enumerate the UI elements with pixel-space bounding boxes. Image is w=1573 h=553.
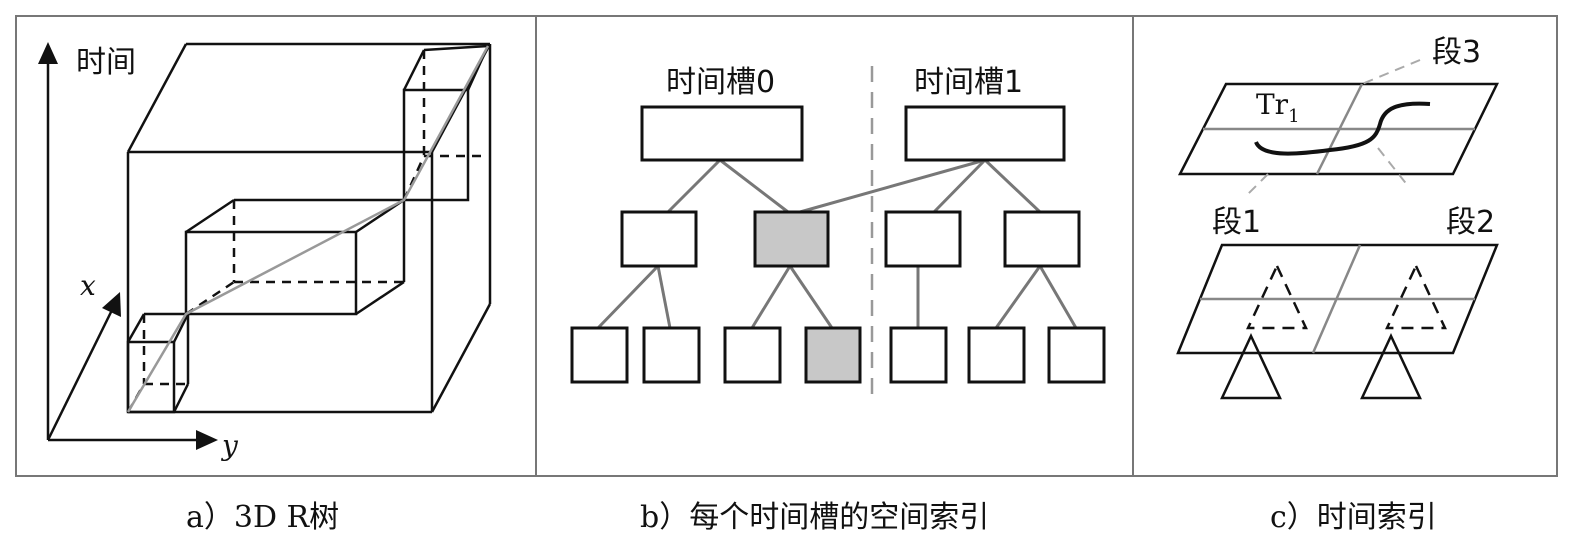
tree-edges — [596, 158, 1078, 330]
segment1-label: 段1 — [1212, 205, 1261, 240]
bottom-plane-vline — [1311, 244, 1362, 354]
segment3-label: 段3 — [1432, 35, 1481, 70]
y-axis-arrow — [196, 430, 218, 450]
caption-a: a）3D R树 — [186, 500, 340, 535]
leaf-node-highlighted — [804, 326, 862, 384]
index-tree-right — [1360, 333, 1422, 400]
trajectory-label-sub: 1 — [1288, 106, 1299, 127]
trajectory-line — [126, 45, 490, 413]
time-axis-label: 时间 — [76, 45, 136, 80]
y-axis-label: y — [220, 429, 239, 462]
trajectory-label: Tr1 — [1256, 88, 1300, 127]
time-axis-arrow — [38, 42, 58, 64]
segment2-guide — [1377, 147, 1409, 187]
index-tree-left — [1220, 333, 1282, 400]
dashed-triangle-right — [1385, 263, 1447, 330]
mid-node — [620, 210, 698, 268]
figure-frame — [15, 15, 1558, 477]
x-axis — [46, 309, 114, 441]
leaf-node — [1047, 326, 1106, 384]
leaf-node — [967, 326, 1026, 384]
panel-b-spatial-index — [570, 66, 1106, 398]
x-axis-label: x — [80, 269, 96, 302]
leaf-node — [723, 326, 782, 384]
segment3-guide — [1361, 59, 1421, 85]
segment1-guide — [1243, 173, 1269, 199]
middle-box — [184, 198, 406, 316]
root-node-slot0 — [640, 105, 804, 162]
dashed-triangle-left — [1246, 263, 1308, 330]
caption-c: c）时间索引 — [1270, 500, 1437, 535]
root-node-slot1 — [904, 105, 1066, 162]
segment2-label: 段2 — [1446, 205, 1495, 240]
leaf-node — [642, 326, 701, 384]
mid-node-highlighted — [753, 210, 830, 268]
leaf-node — [889, 326, 948, 384]
slot0-label: 时间槽0 — [666, 65, 775, 100]
mid-node — [1003, 210, 1081, 268]
x-axis-arrow — [102, 292, 121, 317]
panel-c-time-index — [1176, 59, 1500, 400]
leaf-node — [570, 326, 629, 384]
panel-a-3d-rtree — [38, 42, 492, 450]
slot1-label: 时间槽1 — [914, 65, 1023, 100]
trajectory-label-base: Tr — [1256, 88, 1289, 121]
bottom-plane — [1176, 243, 1499, 355]
top-plane-vline — [1315, 83, 1364, 175]
trajectory-tr1 — [1254, 101, 1431, 156]
mid-node — [884, 210, 962, 268]
outer-box — [126, 42, 492, 414]
top-plane — [1177, 82, 1500, 176]
caption-b: b）每个时间槽的空间索引 — [640, 500, 990, 535]
